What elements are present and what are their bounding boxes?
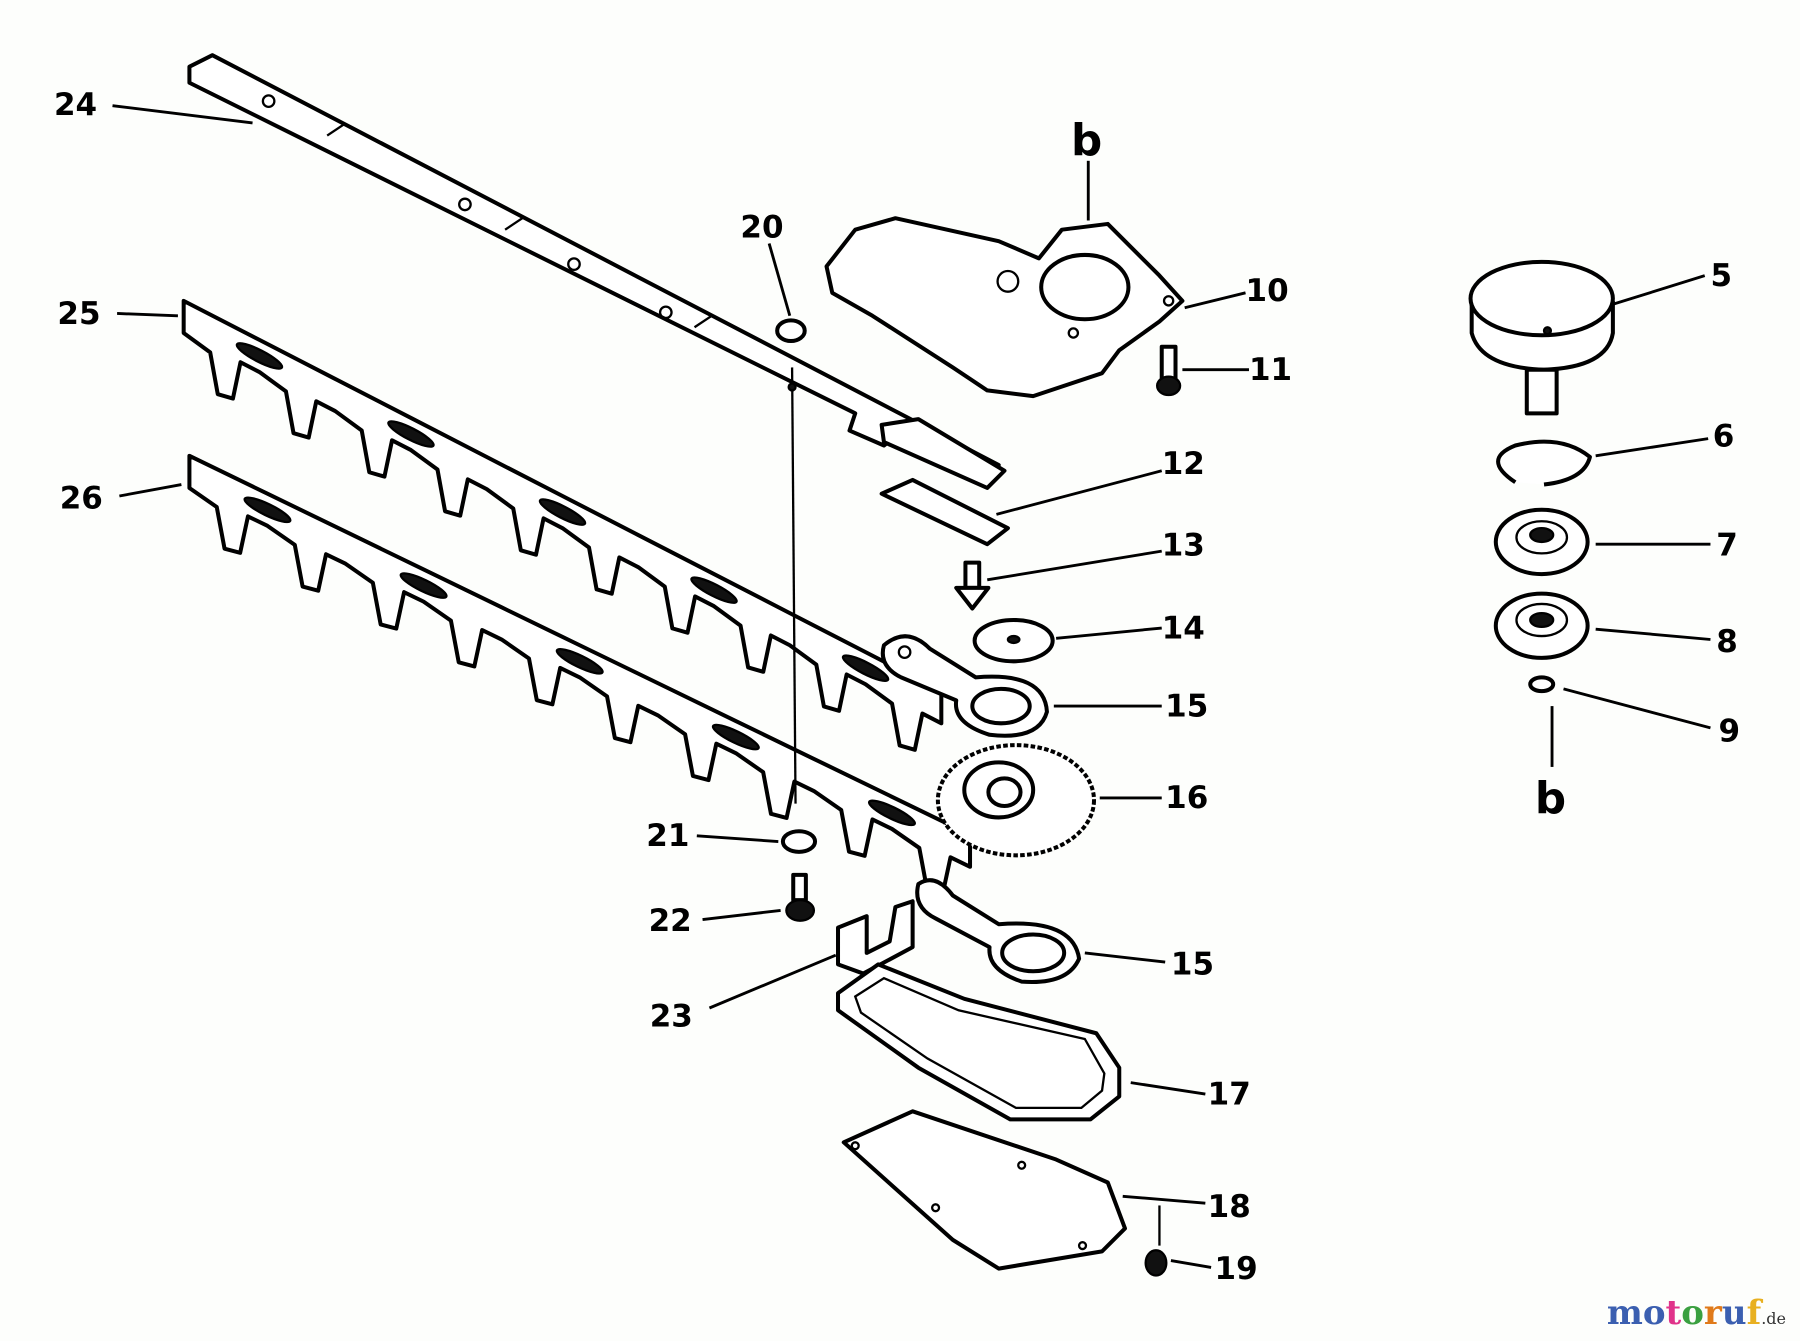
label-14: 14 (1162, 610, 1205, 646)
label-19: 19 (1215, 1251, 1258, 1287)
watermark-letter: r (1703, 1293, 1722, 1333)
label-9: 9 (1718, 714, 1740, 750)
label-16: 16 (1165, 780, 1208, 816)
part-9-washer (1528, 675, 1556, 694)
label-b-bottom: b (1535, 774, 1566, 824)
blade-slot (243, 496, 292, 524)
part-22-bolt (785, 872, 816, 922)
label-18: 18 (1208, 1189, 1251, 1225)
part-21-washer (780, 829, 818, 854)
part-15-connecting-rod-lower (915, 878, 1082, 985)
part-23-bracket (836, 899, 915, 976)
label-10: 10 (1246, 273, 1289, 309)
blade-slot (711, 723, 760, 751)
label-6: 6 (1713, 419, 1735, 455)
part-17-gasket (836, 962, 1122, 1122)
label-21: 21 (646, 818, 689, 854)
blade-slot (235, 342, 284, 370)
blade-slot (387, 420, 435, 448)
part-20-nut (775, 318, 807, 392)
label-25: 25 (57, 296, 100, 332)
part-5-clutch-drum (1468, 259, 1615, 416)
blade-slot (841, 654, 890, 682)
part-19-screw (1144, 1205, 1168, 1277)
part-6-snap-ring (1496, 439, 1592, 487)
part-24-blade-strip (187, 53, 1007, 490)
part-12-plate (879, 477, 1010, 547)
watermark-suffix: .de (1761, 1309, 1786, 1328)
callout-labels: 24 25 26 20 b 10 5 11 12 6 13 7 14 8 15 … (54, 87, 1740, 1287)
part-13-screw (954, 560, 991, 611)
part-25-blade (181, 298, 944, 752)
label-12: 12 (1162, 446, 1205, 482)
alignment-line (790, 367, 797, 804)
blade-slot (690, 576, 738, 604)
blade-slot (538, 498, 587, 526)
label-15-lower: 15 (1171, 947, 1214, 983)
label-11: 11 (1249, 352, 1292, 388)
blade-slot (867, 799, 916, 827)
watermark-letter: t (1665, 1293, 1682, 1333)
label-7: 7 (1716, 528, 1738, 564)
watermark-letter: o (1681, 1293, 1704, 1333)
part-10-gear-housing (824, 216, 1185, 399)
watermark-letter: f (1746, 1293, 1762, 1333)
part-15-connecting-rod (880, 634, 1049, 738)
part-11-screw (1155, 344, 1182, 397)
part-7-bearing (1493, 507, 1590, 577)
blade-slot (399, 572, 448, 599)
label-17: 17 (1208, 1076, 1251, 1112)
label-5: 5 (1710, 258, 1732, 294)
watermark-letter: u (1721, 1293, 1747, 1333)
label-b-top: b (1071, 116, 1102, 166)
label-20: 20 (740, 210, 783, 246)
part-18-cover-plate (841, 1109, 1128, 1271)
leader-lines (112, 104, 1711, 1269)
watermark-letter: o (1642, 1293, 1666, 1333)
part-16-gear (935, 743, 1097, 858)
label-26: 26 (60, 481, 103, 517)
label-8: 8 (1716, 624, 1738, 660)
part-14-washer (972, 617, 1055, 664)
blade-outline (181, 298, 944, 752)
motoruf-watermark: motoruf.de (1607, 1293, 1786, 1333)
label-13: 13 (1162, 528, 1205, 564)
blade-slot (555, 647, 604, 675)
watermark-letter: m (1606, 1293, 1643, 1333)
label-22: 22 (649, 903, 692, 939)
label-23: 23 (650, 998, 693, 1034)
label-24: 24 (54, 87, 97, 123)
part-8-bearing (1493, 591, 1590, 660)
label-15: 15 (1165, 688, 1208, 724)
